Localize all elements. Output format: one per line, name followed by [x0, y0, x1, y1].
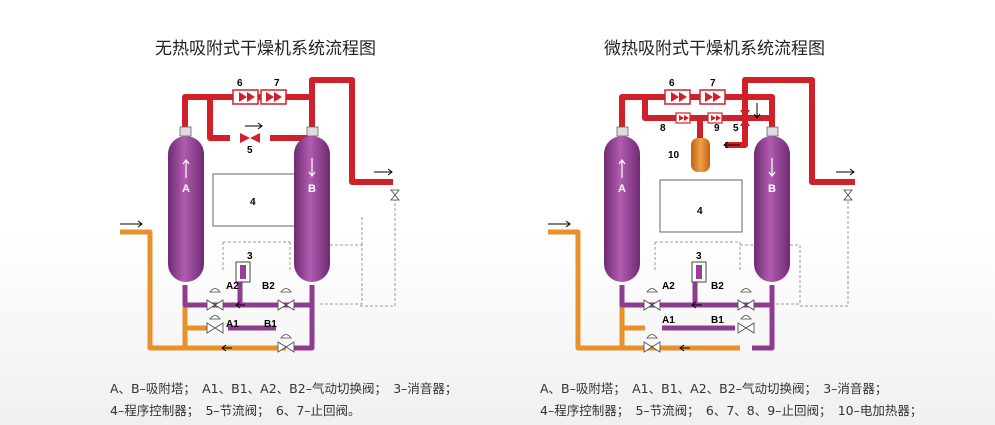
right-label-9: 9 — [714, 123, 720, 134]
right-valve-b1 — [737, 315, 755, 334]
right-throttle-valve — [740, 110, 750, 126]
left-drain-valve — [390, 189, 400, 201]
right-tower-a-label: A — [618, 183, 626, 195]
left-title: 无热吸附式干燥机系统流程图 — [155, 39, 376, 59]
right-legend-line1: A、B–吸附塔； A1、B1、A2、B2–气动切换阀； 3–消音器； — [540, 381, 888, 396]
left-purple-arrow — [235, 301, 245, 309]
left-throttle-valve — [240, 133, 260, 143]
left-check-valve-6 — [232, 89, 259, 105]
left-flow-arrow-5 — [245, 122, 263, 130]
right-diagram: 6 7 8 9 5 10 — [548, 77, 855, 353]
left-valve-a2 — [206, 288, 224, 311]
right-silencer — [691, 261, 707, 283]
left-red-pipes — [182, 77, 393, 185]
right-valve-a2 — [643, 288, 661, 311]
left-label-7: 7 — [274, 78, 280, 89]
left-inlet-arrow — [120, 220, 143, 228]
right-label-a2: A2 — [662, 281, 675, 292]
right-heater-arrow — [723, 141, 740, 149]
left-controller-box — [212, 173, 296, 227]
right-purple-pipes — [619, 282, 775, 351]
left-tower-b — [294, 126, 330, 282]
left-outlet-arrow — [374, 168, 393, 176]
right-label-6: 6 — [669, 78, 675, 89]
right-purple-arrow — [691, 301, 702, 309]
left-valve-a1 — [206, 315, 224, 334]
left-tower-a-label: A — [182, 183, 190, 195]
left-purple-pipes — [182, 278, 315, 351]
left-label-a1: A1 — [226, 319, 239, 330]
right-label-7: 7 — [710, 78, 716, 89]
right-label-5: 5 — [733, 123, 739, 134]
right-heater — [691, 138, 710, 172]
right-check-valve-9 — [707, 112, 723, 124]
left-silencer-label: 3 — [247, 251, 253, 262]
right-label-a1: A1 — [662, 315, 675, 326]
right-label-b1: B1 — [711, 315, 724, 326]
right-legend-line2: 4–程序控制器； 5–节流阀； 6、7、8、9–止回阀； 10–电加热器； — [540, 403, 923, 418]
right-flow-arrow-5 — [753, 103, 761, 119]
left-orange-arrow — [221, 344, 232, 352]
right-heater-label: 10 — [668, 150, 680, 161]
right-label-b2: B2 — [711, 281, 724, 292]
left-diagram: 6 7 5 — [120, 77, 400, 353]
right-inlet-arrow — [548, 220, 571, 228]
left-label-b2: B2 — [262, 281, 275, 292]
right-tower-a — [604, 126, 640, 282]
left-tower-b-label: B — [308, 183, 316, 195]
left-controller-label: 4 — [250, 197, 256, 208]
left-valve-b2 — [277, 288, 295, 311]
left-label-a2: A2 — [226, 281, 239, 292]
right-valve-b2 — [737, 288, 755, 311]
left-silencer — [235, 261, 251, 283]
right-silencer-label: 3 — [696, 251, 702, 262]
right-controller-label: 4 — [697, 206, 703, 217]
right-controller-box — [659, 179, 743, 233]
right-valve-a1 — [643, 334, 661, 353]
left-valve-b1 — [277, 334, 295, 353]
right-tower-b — [754, 126, 790, 282]
left-label-b1: B1 — [264, 319, 277, 330]
left-check-valve-7 — [260, 89, 287, 105]
left-label-6: 6 — [237, 78, 243, 89]
left-label-5: 5 — [247, 145, 253, 156]
right-tower-b-label: B — [768, 183, 776, 195]
left-tower-a — [168, 126, 204, 282]
right-check-valve-6 — [664, 89, 691, 105]
right-title: 微热吸附式干燥机系统流程图 — [604, 39, 825, 59]
right-drain-valve — [843, 189, 853, 201]
right-check-valve-8 — [675, 112, 691, 124]
right-outlet-arrow — [836, 168, 855, 176]
left-legend-line1: A、B–吸附塔； A1、B1、A2、B2–气动切换阀； 3–消音器； — [110, 381, 458, 396]
left-legend-line2: 4–程序控制器； 5–节流阀； 6、7–止回阀。 — [110, 403, 361, 418]
right-orange-arrow — [679, 344, 690, 352]
right-check-valve-7 — [699, 89, 726, 105]
right-label-8: 8 — [660, 123, 666, 134]
